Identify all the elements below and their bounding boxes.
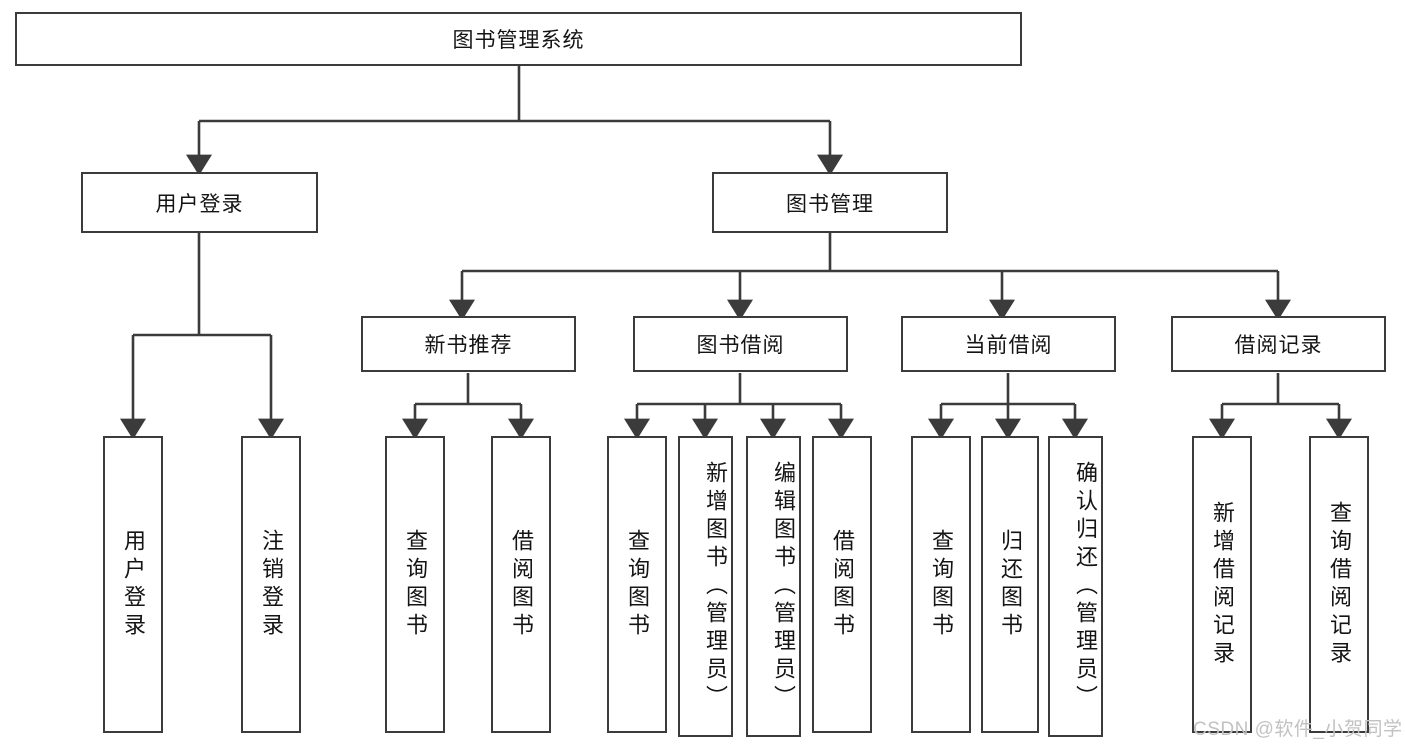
node-label: 查询借阅记录 bbox=[1327, 500, 1352, 669]
node-book-management[interactable]: 图书管理 bbox=[712, 172, 948, 233]
leaf-current-borrow-confirm-return-admin[interactable]: 确认归还（管理员） bbox=[1048, 436, 1103, 737]
node-label: 注销登录 bbox=[259, 528, 284, 641]
node-label: 查询图书 bbox=[929, 528, 954, 641]
node-label: 编辑图书（管理员） bbox=[771, 460, 796, 713]
leaf-new-book-query-book[interactable]: 查询图书 bbox=[385, 436, 445, 733]
node-label: 当前借阅 bbox=[964, 334, 1053, 357]
node-new-book-recommend[interactable]: 新书推荐 bbox=[361, 316, 576, 372]
node-label: 用户登录 bbox=[121, 528, 146, 641]
node-label: 确认归还（管理员） bbox=[1073, 460, 1098, 713]
node-borrow-record[interactable]: 借阅记录 bbox=[1171, 316, 1386, 372]
leaf-book-borrow-edit-book-admin[interactable]: 编辑图书（管理员） bbox=[746, 436, 801, 737]
leaf-borrow-record-query-record[interactable]: 查询借阅记录 bbox=[1309, 436, 1369, 733]
node-label: 查询图书 bbox=[403, 528, 428, 641]
leaf-new-book-borrow-book[interactable]: 借阅图书 bbox=[491, 436, 551, 733]
node-label: 借阅图书 bbox=[509, 528, 534, 641]
leaf-current-borrow-query-book[interactable]: 查询图书 bbox=[911, 436, 971, 733]
leaf-user-login-login[interactable]: 用户登录 bbox=[103, 436, 163, 733]
leaf-current-borrow-return-book[interactable]: 归还图书 bbox=[981, 436, 1039, 733]
leaf-book-borrow-borrow-book[interactable]: 借阅图书 bbox=[812, 436, 872, 733]
node-label: 图书借阅 bbox=[696, 334, 785, 357]
node-current-borrow[interactable]: 当前借阅 bbox=[901, 316, 1116, 372]
leaf-user-login-logout[interactable]: 注销登录 bbox=[241, 436, 301, 733]
csdn-watermark: CSDN @软件_小贺同学 bbox=[1193, 719, 1403, 740]
node-label: 图书管理 bbox=[786, 192, 874, 216]
node-label: 新书推荐 bbox=[424, 334, 513, 357]
node-label: 新增借阅记录 bbox=[1210, 500, 1235, 669]
node-root-book-management-system[interactable]: 图书管理系统 bbox=[15, 12, 1022, 66]
node-book-borrow[interactable]: 图书借阅 bbox=[633, 316, 848, 372]
node-label: 归还图书 bbox=[998, 528, 1023, 641]
leaf-book-borrow-add-book-admin[interactable]: 新增图书（管理员） bbox=[678, 436, 733, 737]
node-label: 用户登录 bbox=[155, 192, 244, 216]
leaf-borrow-record-add-record[interactable]: 新增借阅记录 bbox=[1192, 436, 1252, 733]
node-label: 图书管理系统 bbox=[452, 29, 585, 52]
leaf-book-borrow-query-book[interactable]: 查询图书 bbox=[607, 436, 667, 733]
node-label: 借阅图书 bbox=[830, 528, 855, 641]
node-label: 新增图书（管理员） bbox=[703, 460, 728, 713]
node-user-login[interactable]: 用户登录 bbox=[81, 172, 318, 233]
node-label: 借阅记录 bbox=[1234, 334, 1323, 357]
node-label: 查询图书 bbox=[625, 528, 650, 641]
